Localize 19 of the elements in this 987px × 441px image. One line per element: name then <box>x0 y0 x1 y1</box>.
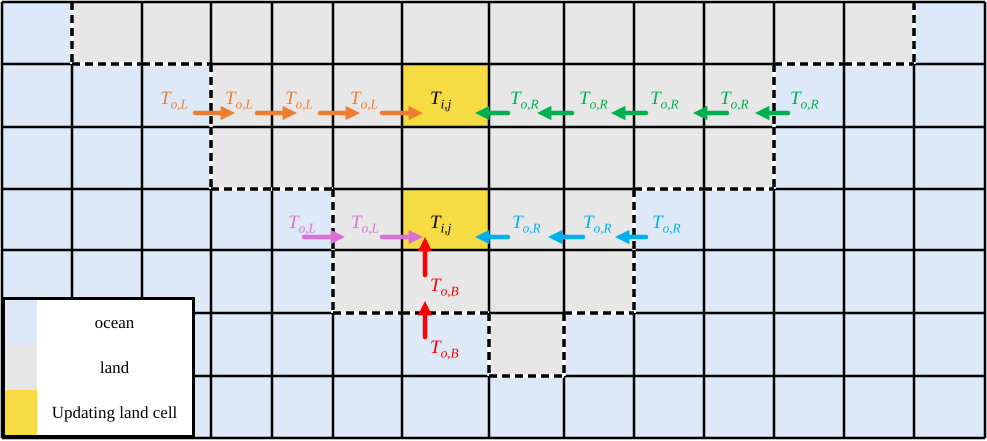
arrow <box>611 106 648 120</box>
arrow <box>537 106 574 120</box>
arrow <box>615 230 648 244</box>
arrow <box>192 106 235 120</box>
arrow <box>318 106 360 120</box>
arrow <box>380 106 423 120</box>
legend-label: Updating land cell <box>50 402 178 422</box>
arrow <box>418 301 432 340</box>
legend-label: land <box>98 358 130 378</box>
arrow <box>475 230 510 244</box>
arrow <box>302 230 345 244</box>
arrow <box>475 106 510 120</box>
arrow <box>254 106 297 120</box>
legend-label: ocean <box>94 312 136 332</box>
arrow <box>693 106 730 120</box>
arrow <box>418 237 432 278</box>
arrow <box>548 230 586 244</box>
arrow <box>380 230 423 244</box>
arrow <box>755 106 790 120</box>
